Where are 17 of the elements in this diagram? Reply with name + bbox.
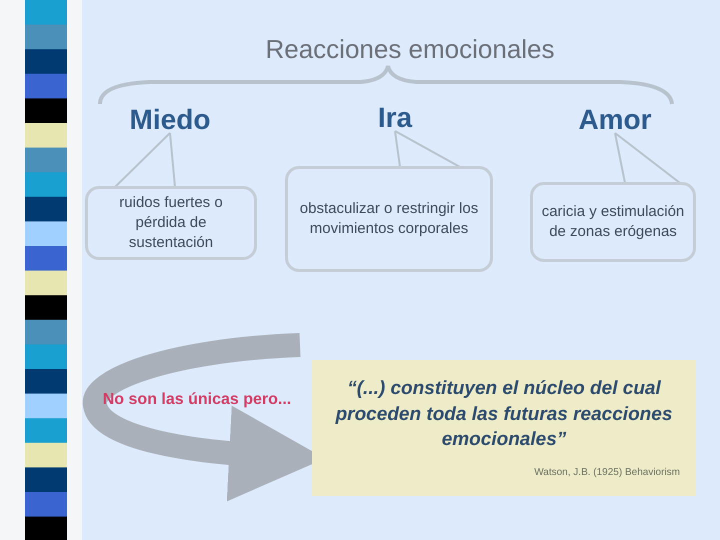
emotion-word: Ira xyxy=(360,102,430,134)
callout-tail xyxy=(614,132,681,184)
bubble-text: caricia y estimulación de zonas erógenas xyxy=(541,202,685,242)
callout-tail xyxy=(394,130,461,168)
note-text: No son las únicas pero... xyxy=(102,390,292,410)
speech-bubble xyxy=(530,182,696,262)
bubble-text: obstaculizar o restringir los movimientos corporales xyxy=(298,198,480,239)
quote-box xyxy=(312,360,696,496)
speech-bubble xyxy=(285,166,493,272)
speech-bubble xyxy=(85,186,257,260)
bubble-text: ruidos fuertes o pérdida de sustentación xyxy=(118,192,224,254)
callout-tail xyxy=(114,132,176,188)
emotion-word: Amor xyxy=(565,104,665,136)
title: Reacciones emocionales xyxy=(264,33,556,66)
emotion-word: Miedo xyxy=(120,104,220,136)
quote-text: “(...) constituyen el núcleo del cual proceden toda las futuras reacciones emocionales” xyxy=(334,377,674,452)
citation: Watson, J.B. (1925) Behaviorism xyxy=(534,466,680,480)
